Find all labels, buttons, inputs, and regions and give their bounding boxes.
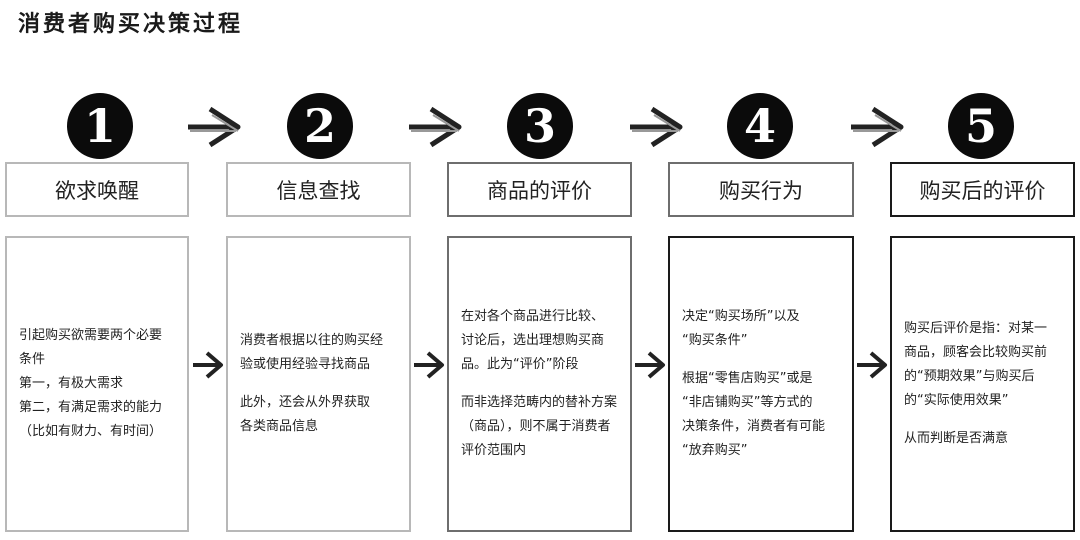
- step-2-heading: 信息查找: [226, 162, 411, 217]
- arrow-right-icon: [628, 105, 684, 149]
- step-3-number-badge: 3: [507, 93, 573, 159]
- arrow-right-icon: [633, 348, 667, 382]
- step-1-heading: 欲求唤醒: [5, 162, 189, 217]
- description-line: 各类商品信息: [240, 419, 319, 434]
- description-line: 条件: [19, 352, 46, 367]
- description-line: 消费者根据以往的购买经: [240, 333, 384, 348]
- arrow-right-icon: [186, 105, 242, 149]
- arrow-right-icon: [855, 348, 889, 382]
- page-title: 消费者购买决策过程: [18, 12, 244, 37]
- step-1-number-badge: 1: [67, 93, 133, 159]
- arrow-right-icon: [849, 105, 905, 149]
- description-line: 商品，顾客会比较购买前: [904, 345, 1048, 360]
- arrow-right-icon: [407, 105, 463, 149]
- step-3-heading: 商品的评价: [447, 162, 632, 217]
- step-1-description: 引起购买欲需要两个必要 条件 第一，有极大需求 第二，有满足需求的能力 （比如有…: [5, 236, 189, 532]
- description-line: 第一，有极大需求: [19, 376, 124, 391]
- description-line: 在对各个商品进行比较、: [461, 309, 605, 324]
- description-line: 的“预期效果”与购买后: [904, 369, 1035, 384]
- step-2-number-badge: 2: [287, 93, 353, 159]
- description-line: 引起购买欲需要两个必要: [19, 328, 163, 343]
- description-line: 评价范围内: [461, 443, 527, 458]
- step-4-number-badge: 4: [727, 93, 793, 159]
- description-line: 购买后评价是指：对某一: [904, 321, 1048, 336]
- step-5-description: 购买后评价是指：对某一 商品，顾客会比较购买前 的“预期效果”与购买后 的“实际…: [890, 236, 1075, 532]
- description-line: 讨论后，选出理想购买商: [461, 333, 605, 348]
- arrow-right-icon: [191, 348, 225, 382]
- step-4-description: 决定“购买场所”以及 “购买条件” 根据“零售店购买”或是 “非店铺购买”等方式…: [668, 236, 854, 532]
- description-line: 此外，还会从外界获取: [240, 395, 371, 410]
- step-3-description: 在对各个商品进行比较、 讨论后，选出理想购买商 品。此为“评价”阶段 而非选择范…: [447, 236, 632, 532]
- description-line: 决定“购买场所”以及: [682, 309, 800, 324]
- step-4-heading: 购买行为: [668, 162, 854, 217]
- arrow-right-icon: [412, 348, 446, 382]
- description-line: （比如有财力、有时间）: [19, 424, 163, 439]
- description-line: “购买条件”: [682, 333, 748, 348]
- description-line: 从而判断是否满意: [904, 431, 1009, 446]
- description-line: 品。此为“评价”阶段: [461, 357, 579, 372]
- step-2-description: 消费者根据以往的购买经 验或使用经验寻找商品 此外，还会从外界获取 各类商品信息: [226, 236, 411, 532]
- description-line: 决策条件，消费者有可能: [682, 419, 826, 434]
- description-line: 第二，有满足需求的能力: [19, 400, 163, 415]
- description-line: 而非选择范畴内的替补方案: [461, 395, 618, 410]
- description-line: “放弃购买”: [682, 443, 748, 458]
- step-5-heading: 购买后的评价: [890, 162, 1075, 217]
- description-line: 验或使用经验寻找商品: [240, 357, 371, 372]
- description-line: 的“实际使用效果”: [904, 393, 1009, 408]
- description-line: （商品），则不属于消费者: [461, 419, 611, 434]
- description-line: “非店铺购买”等方式的: [682, 395, 813, 410]
- description-line: 根据“零售店购买”或是: [682, 371, 813, 386]
- step-5-number-badge: 5: [948, 93, 1014, 159]
